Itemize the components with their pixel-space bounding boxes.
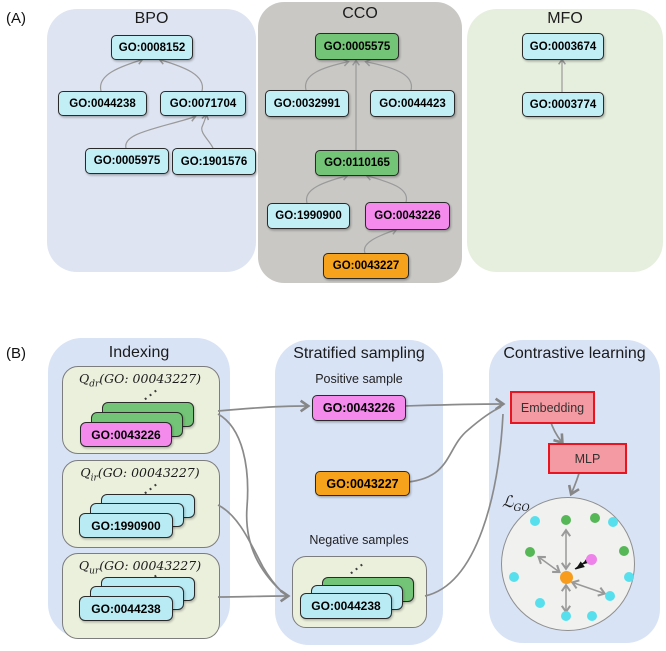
- loss-subscript: GO: [513, 503, 530, 515]
- indexing-title: Indexing: [108, 344, 170, 361]
- formula-subscript: ir: [90, 473, 98, 484]
- panel-a-label: (A): [6, 10, 26, 27]
- positive-sample-label: Positive sample: [315, 372, 403, 386]
- embedding-box: Embedding: [510, 391, 595, 424]
- formula-subscript: ur: [89, 566, 100, 577]
- node-go-1901576: GO:1901576: [172, 148, 256, 175]
- contrastive-title: Contrastive learning: [503, 345, 646, 362]
- mfo-title: MFO: [547, 10, 583, 27]
- sampling-title: Stratified sampling: [293, 345, 425, 362]
- node-go-0043227: GO:0043227: [323, 253, 409, 279]
- scatter-dot-cyan: [530, 516, 540, 526]
- formula-subscript: dr: [89, 379, 100, 390]
- node-go-0110165: GO:0110165: [315, 150, 399, 176]
- query-formula-dr: Qdr(GO: 00043227): [62, 371, 218, 390]
- node-go-0008152: GO:0008152: [111, 35, 193, 60]
- node-go-0005575: GO:0005575: [315, 33, 399, 60]
- loss-symbol: ℒ: [502, 492, 514, 511]
- scatter-dot-pink: [586, 554, 597, 565]
- query-formula-ir: Qir(GO: 00043227): [62, 465, 218, 484]
- scatter-dot-green: [619, 546, 629, 556]
- formula-symbol: Q: [80, 465, 91, 480]
- mlp-box: MLP: [548, 443, 627, 474]
- loss-label: ℒGO: [502, 492, 530, 514]
- bpo-title: BPO: [134, 10, 169, 27]
- anchor-node-go-0043227: GO:0043227: [315, 471, 410, 496]
- card-go-0043226: GO:0043226: [80, 422, 172, 447]
- node-go-0071704: GO:0071704: [160, 91, 246, 116]
- card-go-0044238: GO:0044238: [79, 596, 173, 621]
- scatter-dot-cyan: [608, 517, 618, 527]
- formula-args: (GO: 00043227): [99, 371, 202, 386]
- formula-args: (GO: 00043227): [99, 558, 202, 573]
- formula-symbol: Q: [78, 558, 90, 573]
- scatter-dot-green: [590, 513, 600, 523]
- node-go-0003674: GO:0003674: [522, 33, 604, 60]
- scatter-dot-green: [525, 547, 535, 557]
- scatter-dot-anchor-orange: [560, 571, 573, 584]
- node-go-1990900: GO:1990900: [267, 203, 350, 229]
- scatter-dot-cyan: [509, 572, 519, 582]
- formula-args: (GO: 00043227): [97, 465, 200, 480]
- negative-samples-label: Negative samples: [309, 533, 409, 547]
- scatter-dot-cyan: [605, 591, 615, 601]
- scatter-dot-cyan: [624, 572, 634, 582]
- node-go-0044238: GO:0044238: [58, 91, 147, 116]
- negative-card-go-0044238: GO:0044238: [300, 593, 392, 619]
- query-formula-ur: Qur(GO: 00043227): [62, 558, 218, 577]
- card-go-1990900: GO:1990900: [79, 513, 173, 538]
- scatter-dot-cyan: [587, 611, 597, 621]
- node-go-0044423: GO:0044423: [370, 90, 455, 117]
- panel-b-label: (B): [6, 345, 26, 362]
- scatter-dot-green: [561, 515, 571, 525]
- cco-title: CCO: [342, 5, 378, 22]
- formula-symbol: Q: [78, 371, 90, 386]
- node-go-0043226: GO:0043226: [365, 202, 450, 230]
- scatter-dot-cyan: [561, 611, 571, 621]
- positive-node-go-0043226: GO:0043226: [312, 395, 406, 421]
- node-go-0005975: GO:0005975: [85, 148, 169, 174]
- node-go-0032991: GO:0032991: [265, 90, 349, 117]
- node-go-0003774: GO:0003774: [522, 92, 604, 117]
- scatter-dot-cyan: [535, 598, 545, 608]
